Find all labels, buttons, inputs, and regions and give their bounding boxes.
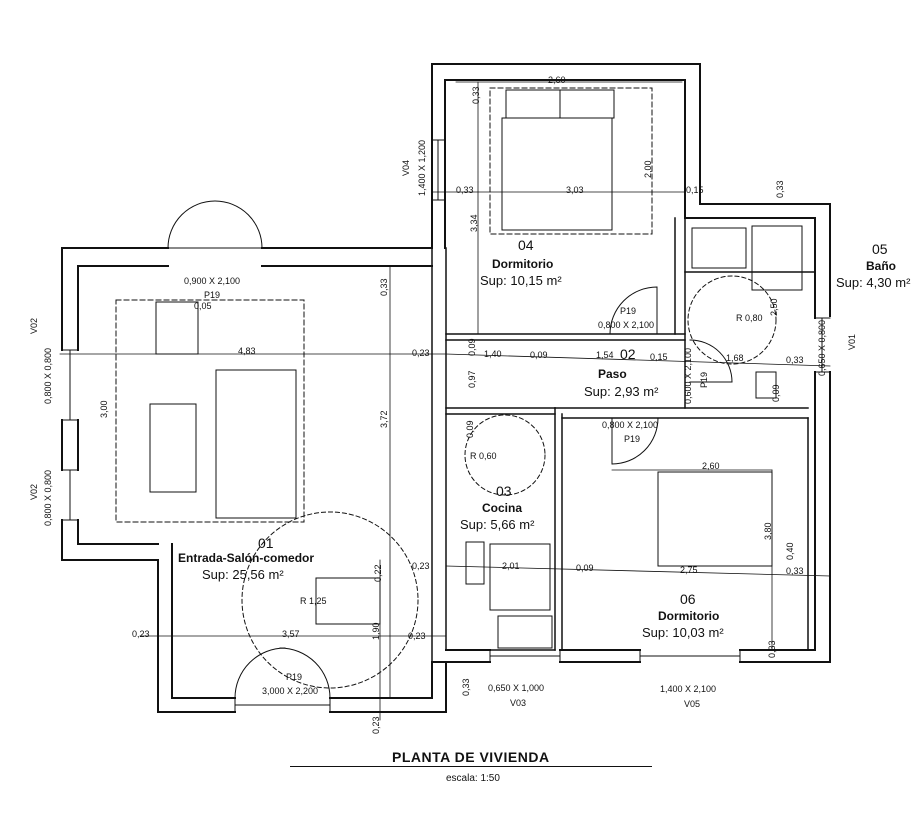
room-01-area: Sup: 25,56 m² [202,567,284,582]
dim-0-09-c: 0,09 [465,420,475,438]
room-06-name: Dormitorio [658,609,720,623]
door-bano-size: 0,600 X 2,100 [683,347,693,404]
dim-0-33-h: 0,33 [767,640,777,658]
radius-cocina: R 0,60 [470,451,497,461]
dim-0-23-d: 0,23 [408,631,426,641]
room-06-area: Sup: 10,03 m² [642,625,724,640]
dimension-lines [59,81,831,721]
room-01-number: 01 [258,535,274,551]
rotation-circles [241,275,777,689]
window-v05-code: V05 [684,699,701,709]
window-v03-code: V03 [510,698,527,708]
dim-3-57: 3,57 [282,629,300,639]
room-04-area: Sup: 10,15 m² [480,273,562,288]
dim-3-03: 3,03 [566,185,584,195]
dim-0-09-a: 0,09 [467,338,477,356]
dim-0-05: 0,05 [194,301,212,311]
door-dorm04-size: 0,800 X 2,100 [598,320,655,330]
room-05-number: 05 [872,241,888,257]
room-02-name: Paso [598,367,627,381]
door-entrada-code: P19 [286,672,303,682]
radius-salon: R 1,25 [300,596,327,606]
room-05-area: Sup: 4,30 m² [836,275,911,290]
window-v04-code: V04 [401,159,411,176]
dim-3-00: 3,00 [99,400,109,418]
dim-0-40: 0,40 [785,542,795,560]
window-v04-size: 1,400 X 1,200 [417,139,427,196]
dim-2-75: 2,75 [680,565,698,575]
dim-2-60-b: 2,60 [702,461,720,471]
dim-0-15-b: 0,15 [650,352,668,362]
door-salon-code: P19 [204,290,221,300]
dim-3-34: 3,34 [469,214,479,232]
window-v05-size: 1,400 X 2,100 [660,684,717,694]
door-cocina-code: P19 [624,434,641,444]
room-04-number: 04 [518,237,534,253]
dim-1-90: 1,90 [371,622,381,640]
room-03-area: Sup: 5,66 m² [460,517,535,532]
dim-1-68: 1,68 [726,353,744,363]
dim-2-01: 2,01 [502,561,520,571]
dim-1-40: 1,40 [484,349,502,359]
dim-1-54: 1,54 [596,350,614,360]
dim-3-72: 3,72 [379,410,389,428]
dim-0-33-c: 0,33 [379,278,389,296]
window-v01-size: 0,650 X 0,800 [817,319,827,376]
dim-0-33-b: 0,33 [456,185,474,195]
door-cocina-size: 0,800 X 2,100 [602,420,659,430]
interior-walls [431,217,816,663]
dim-2-50: 2,50 [769,298,779,316]
furniture [149,89,803,649]
furniture-outlines [115,87,653,523]
room-01-name: Entrada-Salón-comedor [178,551,315,565]
room-02-area: Sup: 2,93 m² [584,384,659,399]
dim-0-23-b: 0,23 [132,629,150,639]
window-v02-b-code: V02 [29,483,39,500]
dim-0-23-e: 0,23 [371,716,381,734]
window-v02-a-code: V02 [29,317,39,334]
room-02-number: 02 [620,346,636,362]
dim-2-00: 2,00 [643,160,653,178]
window-v01-code: V01 [847,333,857,350]
dim-4-83: 4,83 [238,346,256,356]
dim-0-23-c: 0,23 [412,561,430,571]
dim-0-09-d: 0,09 [576,563,594,573]
title-underline [290,766,652,767]
plan-scale: escala: 1:50 [446,773,500,784]
dim-0-15: 0,15 [686,185,704,195]
dim-0-09-e: 0,09 [771,384,781,402]
dim-0-33-d: 0,33 [786,355,804,365]
room-03-name: Cocina [482,501,523,515]
door-bano-code: P19 [699,371,709,388]
dim-0-23-a: 0,23 [412,348,430,358]
window-v02-a-size: 0,800 X 0,800 [43,347,53,404]
door-salon-size: 0,900 X 2,100 [184,276,241,286]
dim-3-80: 3,80 [763,522,773,540]
room-05-name: Baño [866,259,896,273]
window-v02-b-size: 0,800 X 0,800 [43,469,53,526]
door-dorm04-code: P19 [620,306,637,316]
dim-0-33-f: 0,33 [461,678,471,696]
dim-0-22: 0,22 [373,564,383,582]
door-swings [167,200,733,699]
room-03-number: 03 [496,483,512,499]
door-entrada-size: 3,000 X 2,200 [262,686,319,696]
plan-title: PLANTA DE VIVIENDA [392,749,550,765]
dim-2-60-top: 2,60 [548,75,566,85]
dim-0-97: 0,97 [467,370,477,388]
room-06-number: 06 [680,591,696,607]
exterior-walls [61,63,831,713]
room-04-name: Dormitorio [492,257,554,271]
dim-0-09-b: 0,09 [530,350,548,360]
radius-bano: R 0,80 [736,313,763,323]
dim-0-33-g: 0,33 [775,180,785,198]
window-openings [61,139,831,713]
window-v03-size: 0,650 X 1,000 [488,683,545,693]
dim-0-33-a: 0,33 [471,86,481,104]
dim-0-33-e: 0,33 [786,566,804,576]
